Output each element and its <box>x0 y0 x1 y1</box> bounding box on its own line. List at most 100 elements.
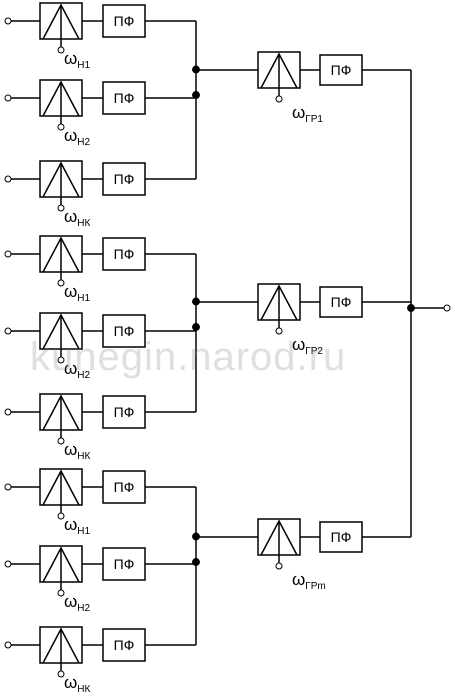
channel-carrier-label: ωН2 <box>64 126 91 148</box>
filter-box <box>102 395 146 429</box>
omega-symbol: ω <box>64 592 77 611</box>
omega-subscript: НК <box>77 684 90 695</box>
filter-box <box>102 81 146 115</box>
carrier-terminal <box>57 46 65 54</box>
group-carrier-label: ωГР2 <box>292 335 323 357</box>
junction-dot <box>192 323 200 331</box>
channel-carrier-label: ωН2 <box>64 359 91 381</box>
filter-box <box>102 314 146 348</box>
omega-symbol: ω <box>64 440 77 459</box>
omega-symbol: ω <box>64 282 77 301</box>
omega-subscript: ГРm <box>305 581 325 592</box>
filter-label: ПФ <box>331 62 352 78</box>
group-filter: ПФ <box>319 286 363 318</box>
omega-subscript: Н2 <box>77 137 90 148</box>
channel-modulator <box>39 312 83 350</box>
omega-symbol: ω <box>64 126 77 145</box>
group-filter: ПФ <box>319 54 363 86</box>
channel-modulator <box>39 2 83 40</box>
filter-box <box>102 4 146 38</box>
channel-modulator <box>39 545 83 583</box>
channel-carrier-label: ωНК <box>64 673 91 695</box>
channel-filter: ПФ <box>102 81 146 115</box>
filter-label: ПФ <box>114 246 135 262</box>
input-terminal <box>4 327 12 335</box>
omega-symbol: ω <box>292 103 305 122</box>
filter-label: ПФ <box>114 13 135 29</box>
filter-label: ПФ <box>114 556 135 572</box>
carrier-terminal <box>57 589 65 597</box>
group-carrier-terminal <box>275 562 283 570</box>
omega-subscript: Н1 <box>77 60 90 71</box>
channel-carrier-label: ωН1 <box>64 282 91 304</box>
omega-subscript: ГР1 <box>305 114 323 125</box>
channel-carrier-label: ωНК <box>64 207 91 229</box>
filter-box <box>102 470 146 504</box>
group-modulator <box>257 283 301 321</box>
output-terminal <box>443 304 451 312</box>
channel-modulator <box>39 626 83 664</box>
omega-symbol: ω <box>64 515 77 534</box>
carrier-terminal <box>57 670 65 678</box>
group-modulator <box>257 518 301 556</box>
carrier-terminal <box>57 204 65 212</box>
channel-modulator <box>39 393 83 431</box>
group-carrier-terminal <box>275 95 283 103</box>
channel-filter: ПФ <box>102 547 146 581</box>
filter-label: ПФ <box>114 637 135 653</box>
group-carrier-terminal <box>275 327 283 335</box>
filter-label: ПФ <box>331 529 352 545</box>
input-terminal <box>4 641 12 649</box>
group-modulator <box>257 51 301 89</box>
omega-subscript: НК <box>77 451 90 462</box>
channel-filter: ПФ <box>102 470 146 504</box>
group-carrier-label: ωГР1 <box>292 103 323 125</box>
filter-label: ПФ <box>114 404 135 420</box>
channel-modulator <box>39 468 83 506</box>
filter-label: ПФ <box>114 90 135 106</box>
channel-modulator <box>39 235 83 273</box>
omega-symbol: ω <box>64 673 77 692</box>
channel-filter: ПФ <box>102 628 146 662</box>
omega-subscript: НК <box>77 218 90 229</box>
input-terminal <box>4 175 12 183</box>
input-terminal <box>4 94 12 102</box>
omega-subscript: Н2 <box>77 603 90 614</box>
channel-filter: ПФ <box>102 237 146 271</box>
omega-subscript: ГР2 <box>305 346 323 357</box>
omega-subscript: Н1 <box>77 293 90 304</box>
filter-label: ПФ <box>114 479 135 495</box>
channel-carrier-label: ωНК <box>64 440 91 462</box>
omega-symbol: ω <box>292 570 305 589</box>
filter-label: ПФ <box>331 294 352 310</box>
channel-filter: ПФ <box>102 162 146 196</box>
omega-symbol: ω <box>64 207 77 226</box>
carrier-terminal <box>57 437 65 445</box>
carrier-terminal <box>57 512 65 520</box>
omega-symbol: ω <box>64 49 77 68</box>
channel-filter: ПФ <box>102 395 146 429</box>
junction-dot <box>192 558 200 566</box>
channel-modulator <box>39 160 83 198</box>
omega-symbol: ω <box>292 335 305 354</box>
channel-filter: ПФ <box>102 4 146 38</box>
input-terminal <box>4 560 12 568</box>
omega-subscript: Н2 <box>77 370 90 381</box>
group-carrier-label: ωГРm <box>292 570 326 592</box>
channel-carrier-label: ωН2 <box>64 592 91 614</box>
filter-label: ПФ <box>114 171 135 187</box>
input-terminal <box>4 408 12 416</box>
channel-modulator <box>39 79 83 117</box>
group-filter: ПФ <box>319 521 363 553</box>
carrier-terminal <box>57 356 65 364</box>
input-terminal <box>4 17 12 25</box>
carrier-terminal <box>57 279 65 287</box>
channel-filter: ПФ <box>102 314 146 348</box>
omega-symbol: ω <box>64 359 77 378</box>
input-terminal <box>4 250 12 258</box>
carrier-terminal <box>57 123 65 131</box>
channel-carrier-label: ωН1 <box>64 49 91 71</box>
input-terminal <box>4 483 12 491</box>
filter-box <box>102 162 146 196</box>
